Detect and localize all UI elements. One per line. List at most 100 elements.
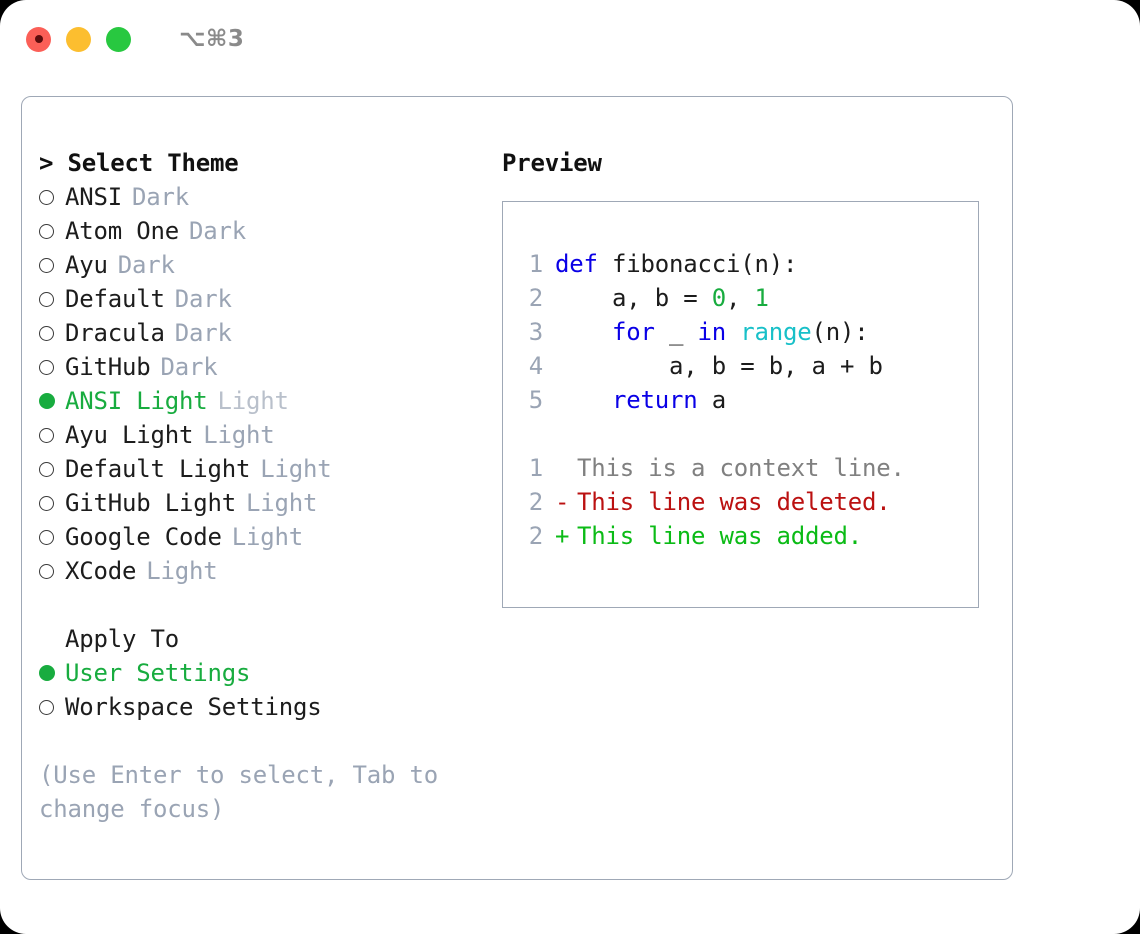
theme-variant-badge: Dark: [117, 251, 175, 279]
theme-item-label: GitHub: [65, 353, 151, 381]
radio-dot: [39, 529, 54, 545]
line-number: 3: [528, 318, 543, 346]
theme-item-1[interactable]: Atom One Dark: [39, 214, 502, 248]
close-button[interactable]: [26, 26, 51, 52]
line-number: 2: [528, 522, 543, 550]
radio-unselected-icon: [39, 529, 65, 545]
line-number: 2: [528, 284, 543, 312]
token-fn: range: [740, 318, 812, 346]
radio-unselected-icon: [39, 427, 65, 443]
radio-dot: [39, 291, 54, 307]
theme-item-label: Ayu: [65, 251, 108, 279]
radio-dot: [39, 223, 54, 239]
radio-dot: [39, 359, 54, 375]
diff-line: 1 This is a context line.: [521, 451, 978, 485]
token-pl: [555, 318, 612, 346]
diff-sample: 1 This is a context line.2-This line was…: [521, 451, 978, 553]
token-num: 0: [711, 284, 726, 312]
diff-line: 2-This line was deleted.: [521, 485, 978, 519]
radio-unselected-icon: [39, 325, 65, 341]
theme-item-3[interactable]: Default Dark: [39, 282, 502, 316]
token-pl: [555, 386, 612, 414]
theme-item-label: Default: [65, 285, 165, 313]
theme-item-label: Atom One: [65, 217, 179, 245]
theme-variant-badge: Dark: [174, 285, 232, 313]
line-number: 1: [528, 250, 543, 278]
line-number: 5: [528, 386, 543, 414]
theme-variant-badge: Dark: [174, 319, 232, 347]
theme-variant-badge: Dark: [132, 183, 189, 211]
code-line: 5 return a: [521, 383, 978, 417]
diff-marker: +: [555, 522, 570, 550]
radio-dot: [39, 325, 54, 341]
diff-marker: [555, 451, 577, 485]
theme-item-5[interactable]: GitHub Dark: [39, 350, 502, 384]
apply-to-heading: Apply To: [65, 625, 179, 653]
diff-text: This is a context line.: [577, 454, 905, 482]
radio-unselected-icon: [39, 291, 65, 307]
theme-item-label: Google Code: [65, 523, 222, 551]
code-text: for _ in range(n):: [555, 315, 869, 349]
radio-unselected-icon: [39, 257, 65, 273]
maximize-button[interactable]: [106, 26, 131, 52]
theme-item-label: GitHub Light: [65, 489, 236, 517]
radio-dot: [39, 189, 54, 205]
radio-unselected-icon: [39, 223, 65, 239]
token-pl: ,: [726, 284, 755, 312]
radio-dot: [39, 665, 55, 681]
radio-unselected-icon: [39, 495, 65, 511]
line-number: 2: [528, 488, 543, 516]
radio-unselected-icon: [39, 461, 65, 477]
keyboard-hint: (Use Enter to select, Tab to change focu…: [39, 761, 438, 823]
theme-variant-badge: Light: [231, 523, 303, 551]
radio-unselected-icon: [39, 189, 65, 205]
radio-dot: [39, 563, 54, 579]
radio-selected-icon: [39, 665, 65, 681]
window-controls: [26, 26, 131, 52]
theme-item-2[interactable]: Ayu Dark: [39, 248, 502, 282]
radio-dot: [39, 427, 54, 443]
token-pl: (n):: [811, 318, 869, 346]
shortcut-label: ⌥⌘3: [179, 26, 245, 52]
theme-variant-badge: Light: [217, 387, 289, 415]
theme-item-0[interactable]: ANSI Dark: [39, 180, 502, 214]
token-pl: a, b =: [555, 284, 712, 312]
code-blank-line: [521, 417, 978, 451]
theme-item-10[interactable]: Google Code Light: [39, 520, 502, 554]
radio-dot: [39, 699, 54, 715]
apply-to-item-label: User Settings: [65, 659, 251, 687]
diff-text: This line was added.: [577, 522, 862, 550]
line-number: 1: [528, 454, 543, 482]
theme-item-label: Default Light: [65, 455, 251, 483]
radio-unselected-icon: [39, 563, 65, 579]
minimize-button[interactable]: [66, 26, 91, 52]
radio-unselected-icon: [39, 359, 65, 375]
apply-to-item-0[interactable]: User Settings: [39, 656, 502, 690]
theme-variant-badge: Dark: [189, 217, 246, 245]
spacer: [39, 588, 502, 622]
diff-line: 2 +This line was added.: [521, 519, 978, 553]
apply-to-item-1[interactable]: Workspace Settings: [39, 690, 502, 724]
preview-title: Preview: [502, 149, 602, 177]
theme-item-label: XCode: [65, 557, 137, 585]
token-pl: a, b = b, a + b: [555, 352, 883, 380]
theme-variant-badge: Dark: [160, 353, 218, 381]
code-text: return a: [555, 383, 726, 417]
radio-dot: [39, 393, 55, 409]
page-title: > Select Theme: [39, 149, 239, 177]
radio-selected-icon: [39, 393, 65, 409]
theme-item-label: ANSI: [65, 183, 122, 211]
theme-variant-badge: Light: [203, 421, 275, 449]
